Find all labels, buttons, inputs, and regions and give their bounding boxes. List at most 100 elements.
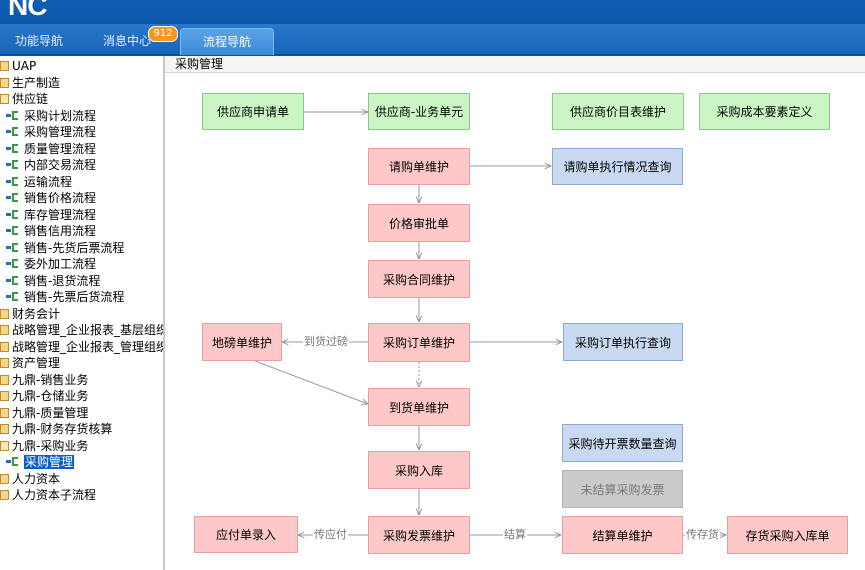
tab-function-nav[interactable]: 功能导航: [14, 34, 63, 48]
app-logo: NC: [8, 0, 47, 21]
node-invoice-qty-query[interactable]: 采购待开票数量查询: [562, 424, 683, 462]
process-tree: UAP 生产制造供应链采购计划流程采购管理流程质量管理流程内部交易流程运输流程销售…: [0, 56, 165, 570]
sidebar-item-label: 供应链: [12, 92, 49, 106]
sidebar-item[interactable]: 供应链: [0, 91, 48, 107]
node-settlement[interactable]: 结算单维护: [562, 516, 683, 554]
node-requisition[interactable]: 请购单维护: [368, 148, 470, 185]
sidebar-item-label: 财务会计: [12, 306, 61, 321]
sidebar-item[interactable]: 销售-先货后票流程: [6, 240, 124, 256]
folder-icon: [0, 490, 9, 500]
sidebar-item[interactable]: 采购管理流程: [6, 124, 96, 140]
node-stock-inbound[interactable]: 存货采购入库单: [727, 516, 848, 554]
sidebar-item[interactable]: 质量管理流程: [6, 141, 96, 157]
node-contract[interactable]: 采购合同维护: [368, 260, 470, 298]
edge-label-to-payable: 传应付: [313, 528, 348, 541]
sidebar-item-label: 运输流程: [24, 174, 73, 189]
sidebar-item-label: 资产管理: [12, 356, 61, 370]
sidebar-item[interactable]: 销售-先票后货流程: [6, 289, 124, 305]
process-node-icon: [6, 110, 20, 120]
sidebar-item-label: 九鼎-财务存货核算: [12, 422, 113, 436]
node-order[interactable]: 采购订单维护: [368, 323, 470, 362]
sidebar-item-label: 九鼎-销售业务: [12, 372, 89, 387]
folder-open-icon: [0, 440, 9, 451]
edge-port-to-arrival: [254, 360, 368, 404]
process-node-icon: [6, 160, 20, 169]
sidebar-item-label: 委外加工流程: [24, 257, 97, 271]
sidebar-item-label: 九鼎-质量管理: [12, 405, 89, 420]
process-node-icon: [6, 209, 20, 219]
folder-icon: [0, 358, 9, 368]
sidebar-item-label: 销售-退货流程: [24, 273, 101, 288]
sidebar-item[interactable]: 九鼎-财务存货核算: [0, 421, 112, 437]
sidebar-item-label: 采购管理流程: [24, 125, 97, 139]
folder-icon: [0, 473, 9, 484]
sidebar-item[interactable]: 生产制造: [0, 75, 60, 91]
node-supplier-price[interactable]: 供应商价目表维护: [552, 93, 684, 130]
node-price-approval[interactable]: 价格审批单: [368, 204, 470, 242]
sidebar-item[interactable]: 库存管理流程: [6, 207, 96, 223]
sidebar-item-label: 生产制造: [12, 75, 61, 90]
sidebar-item-label: UAP: [12, 59, 37, 73]
node-cost-factor[interactable]: 采购成本要素定义: [699, 93, 830, 130]
sidebar-item[interactable]: 人力资本: [0, 471, 60, 487]
sidebar-item-label: 销售-先票后货流程: [24, 290, 125, 304]
sidebar-item-label: 九鼎-仓储业务: [12, 389, 89, 403]
sidebar-item[interactable]: 九鼎-采购业务: [0, 438, 88, 454]
process-node-icon: [6, 242, 20, 252]
node-requisition-query[interactable]: 请购单执行情况查询: [552, 148, 683, 185]
app-header: NC: [0, 0, 865, 24]
process-node-icon: [6, 127, 20, 136]
sidebar-item[interactable]: 九鼎-销售业务: [0, 372, 88, 388]
sidebar-item[interactable]: 资产管理: [0, 355, 60, 371]
flow-canvas: 供应商申请单 供应商-业务单元 供应商价目表维护 采购成本要素定义 请购单维护 …: [165, 74, 865, 570]
folder-icon: [0, 325, 9, 335]
process-node-icon: [6, 457, 20, 466]
sidebar-item[interactable]: 销售-退货流程: [6, 273, 100, 289]
folder-icon: [0, 61, 9, 71]
sidebar-item[interactable]: 战略管理_企业报表_管理组织: [0, 339, 163, 355]
folder-icon: [0, 424, 9, 434]
edge-label-to-stock: 传存货: [685, 528, 720, 541]
process-node-icon: [6, 292, 20, 301]
folder-icon: [0, 407, 9, 418]
sidebar-item-label: 战略管理_企业报表_基层组织: [12, 323, 165, 337]
node-invoice[interactable]: 采购发票维护: [368, 516, 470, 554]
node-arrival[interactable]: 到货单维护: [368, 388, 470, 426]
main-tab-bar: 功能导航 消息中心 流程导航: [0, 24, 865, 56]
sidebar-item[interactable]: 销售信用流程: [6, 223, 96, 239]
sidebar-item[interactable]: 采购计划流程: [6, 108, 96, 124]
main-panel: 采购管理: [165, 56, 865, 570]
flow-connectors: [254, 74, 865, 570]
sidebar-item[interactable]: 九鼎-仓储业务: [0, 388, 88, 404]
sidebar-item[interactable]: 委外加工流程: [6, 256, 96, 272]
edge-label-to-port: 到货过磅: [303, 335, 349, 348]
node-order-query[interactable]: 采购订单执行查询: [563, 323, 683, 361]
sidebar-item[interactable]: 采购管理: [6, 454, 75, 470]
node-unsettled-invoice[interactable]: 未结算采购发票: [562, 470, 683, 508]
node-port-bill[interactable]: 地磅单维护: [202, 323, 282, 361]
folder-icon: [0, 391, 9, 401]
tab-message-center[interactable]: 消息中心: [102, 34, 151, 48]
tab-process-nav[interactable]: 流程导航: [180, 28, 274, 55]
node-supplier-apply[interactable]: 供应商申请单: [202, 93, 304, 130]
sidebar-item[interactable]: 内部交易流程: [6, 157, 96, 173]
sidebar-item-label: 质量管理流程: [24, 141, 97, 156]
edge-label-settle: 结算: [503, 528, 527, 541]
sidebar-item[interactable]: 人力资本子流程: [0, 487, 96, 503]
sidebar-item[interactable]: 九鼎-质量管理: [0, 405, 88, 421]
process-node-icon: [6, 143, 20, 153]
sidebar-item[interactable]: UAP: [0, 58, 36, 74]
sidebar-item-label: 销售信用流程: [24, 224, 97, 238]
sidebar-item-label: 采购管理: [24, 455, 75, 469]
node-supplier-unit[interactable]: 供应商-业务单元: [368, 93, 470, 130]
sidebar-item-label: 人力资本: [12, 471, 61, 486]
sidebar-item-label: 库存管理流程: [24, 207, 97, 222]
sidebar-item[interactable]: 运输流程: [6, 174, 72, 190]
sidebar-item[interactable]: 销售价格流程: [6, 190, 96, 206]
node-inbound[interactable]: 采购入库: [368, 451, 470, 489]
sidebar-item[interactable]: 财务会计: [0, 306, 60, 322]
sidebar-item-label: 销售价格流程: [24, 191, 97, 205]
sidebar-item[interactable]: 战略管理_企业报表_基层组织: [0, 322, 165, 338]
sidebar-item-label: 采购计划流程: [24, 108, 97, 123]
node-payable[interactable]: 应付单录入: [194, 516, 298, 553]
